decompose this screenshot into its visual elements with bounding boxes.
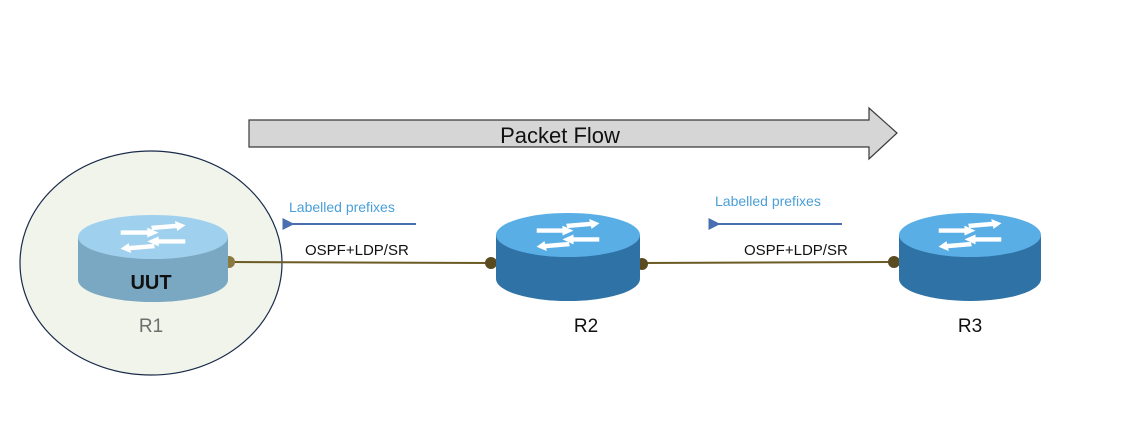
packet-flow-label: Packet Flow xyxy=(500,123,620,148)
link-1-annotations: Labelled prefixes OSPF+LDP/SR xyxy=(282,199,416,259)
link-2-annotations: Labelled prefixes OSPF+LDP/SR xyxy=(708,193,848,259)
router-r3[interactable] xyxy=(899,213,1041,301)
advert-label-link-2: Labelled prefixes xyxy=(715,193,821,209)
uut-badge: UUT xyxy=(130,272,171,294)
router-r1[interactable]: UUT xyxy=(78,215,228,302)
packet-flow-arrow: Packet Flow xyxy=(248,106,898,161)
router-r2[interactable] xyxy=(496,213,640,301)
router-r1-label: R1 xyxy=(139,316,163,337)
advert-label-link-1: Labelled prefixes xyxy=(289,199,395,215)
link-r1-r2 xyxy=(228,261,492,264)
protocol-label-link-1: OSPF+LDP/SR xyxy=(305,242,409,259)
router-r2-label: R2 xyxy=(574,316,598,337)
protocol-label-link-2: OSPF+LDP/SR xyxy=(744,242,848,259)
port-dot-r2-left xyxy=(485,257,497,269)
port-dot-r3 xyxy=(888,256,900,268)
router-r3-label: R3 xyxy=(958,316,982,337)
link-r2-r3 xyxy=(641,261,895,264)
